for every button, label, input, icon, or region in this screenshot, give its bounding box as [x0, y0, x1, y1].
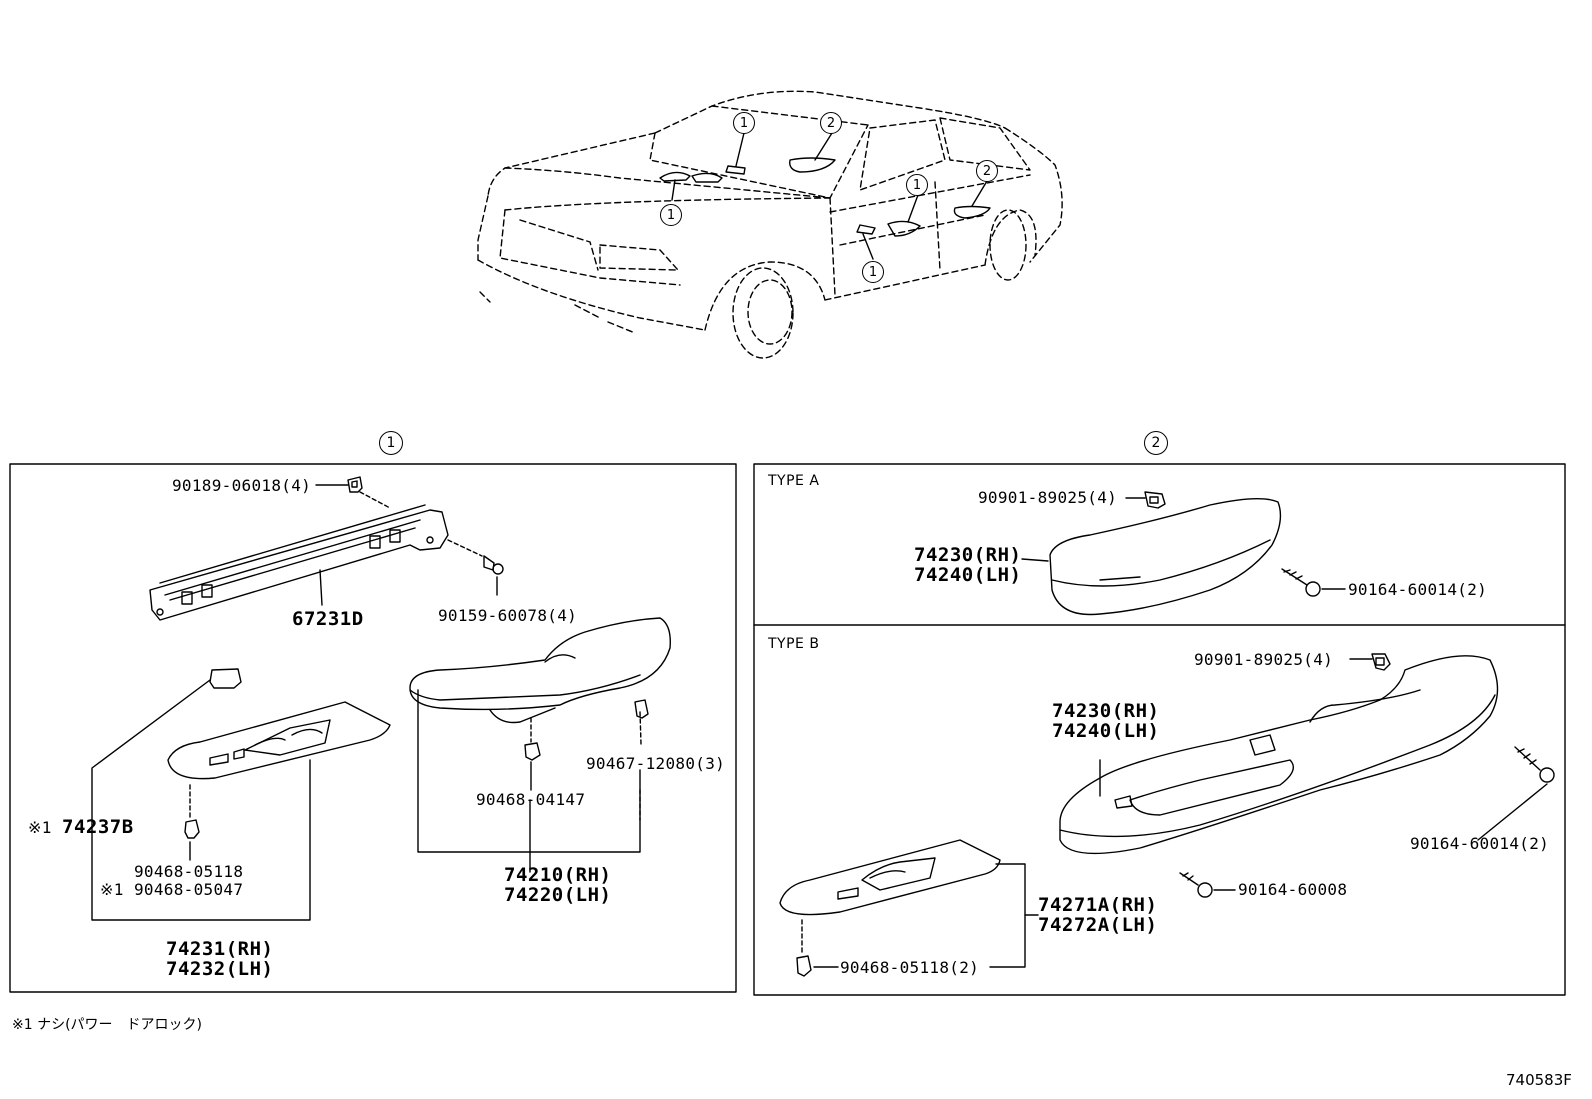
vehicle-callout-1-top: 1: [733, 112, 755, 134]
vehicle-callout-leaders: [671, 132, 988, 260]
diagram-code: 740583F: [1506, 1071, 1572, 1089]
label-74231-rh: 74231(RH): [166, 938, 274, 960]
label-90468-05118: 90468-05118: [134, 862, 244, 881]
bezel-typeB-shape: [779, 839, 1001, 916]
bracket-67231D-shape: [149, 504, 449, 621]
label-typeA-90164-60014: 90164-60014(2): [1348, 580, 1488, 599]
panel-2-frame: [753, 463, 1566, 996]
label-typeB-90164-60008: 90164-60008: [1238, 880, 1348, 899]
label-type-a: TYPE A: [768, 473, 820, 489]
panel-2-callout: 2: [1144, 431, 1168, 455]
vehicle-callout-1-front: 1: [660, 204, 682, 226]
screw-typeA-shape: [1281, 568, 1346, 597]
bezel-74231-shape: [167, 701, 391, 780]
footnote: ※1 ナシ(パワー ドアロック): [12, 1017, 203, 1033]
label-90467-12080: 90467-12080(3): [586, 754, 726, 773]
label-typeB-90164-60014: 90164-60014(2): [1410, 834, 1550, 853]
screw-long-typeB-shape: [1477, 746, 1555, 841]
label-type-b: TYPE B: [768, 636, 820, 652]
vehicle-part-marks: [659, 157, 991, 237]
label-typeA-74230-rh: 74230(RH): [914, 544, 1022, 566]
label-typeB-74230-rh: 74230(RH): [1052, 700, 1160, 722]
armrest-74210-shape: [409, 617, 671, 724]
vehicle-callout-1-door: 1: [906, 174, 928, 196]
label-typeB-74271A-rh: 74271A(RH): [1038, 894, 1158, 916]
label-74237B-mark: ※1: [28, 818, 52, 837]
vehicle-outline: [477, 90, 1063, 359]
label-67231D: 67231D: [292, 608, 364, 630]
label-typeB-74272A-lh: 74272A(LH): [1038, 914, 1158, 936]
label-90468-04147: 90468-04147: [476, 790, 586, 809]
label-74232-lh: 74232(LH): [166, 958, 274, 980]
vehicle-callout-2-top: 2: [820, 112, 842, 134]
label-74220-lh: 74220(LH): [504, 884, 612, 906]
label-typeB-90901-89025: 90901-89025(4): [1194, 650, 1334, 669]
label-74210-rh: 74210(RH): [504, 864, 612, 886]
panel-1-frame: [9, 463, 737, 993]
label-90159-60078: 90159-60078(4): [438, 606, 578, 625]
vehicle-callout-1-lower: 1: [862, 261, 884, 283]
label-typeA-74240-lh: 74240(LH): [914, 564, 1022, 586]
handle-typeA-shape: [1049, 497, 1282, 616]
label-90468-05047-mark: ※1: [100, 880, 124, 899]
screw-short-typeB-shape: [1179, 872, 1236, 898]
label-74237B: 74237B: [62, 816, 134, 838]
handle-typeB-shape: [1059, 655, 1499, 855]
label-typeB-90468-05118: 90468-05118(2): [840, 958, 980, 977]
label-typeB-74240-lh: 74240(LH): [1052, 720, 1160, 742]
panel-1-callout: 1: [379, 431, 403, 455]
label-90468-05047: 90468-05047: [134, 880, 244, 899]
label-typeA-90901-89025: 90901-89025(4): [978, 488, 1118, 507]
label-90189-06018: 90189-06018(4): [172, 476, 312, 495]
vehicle-callout-2-rear: 2: [976, 160, 998, 182]
